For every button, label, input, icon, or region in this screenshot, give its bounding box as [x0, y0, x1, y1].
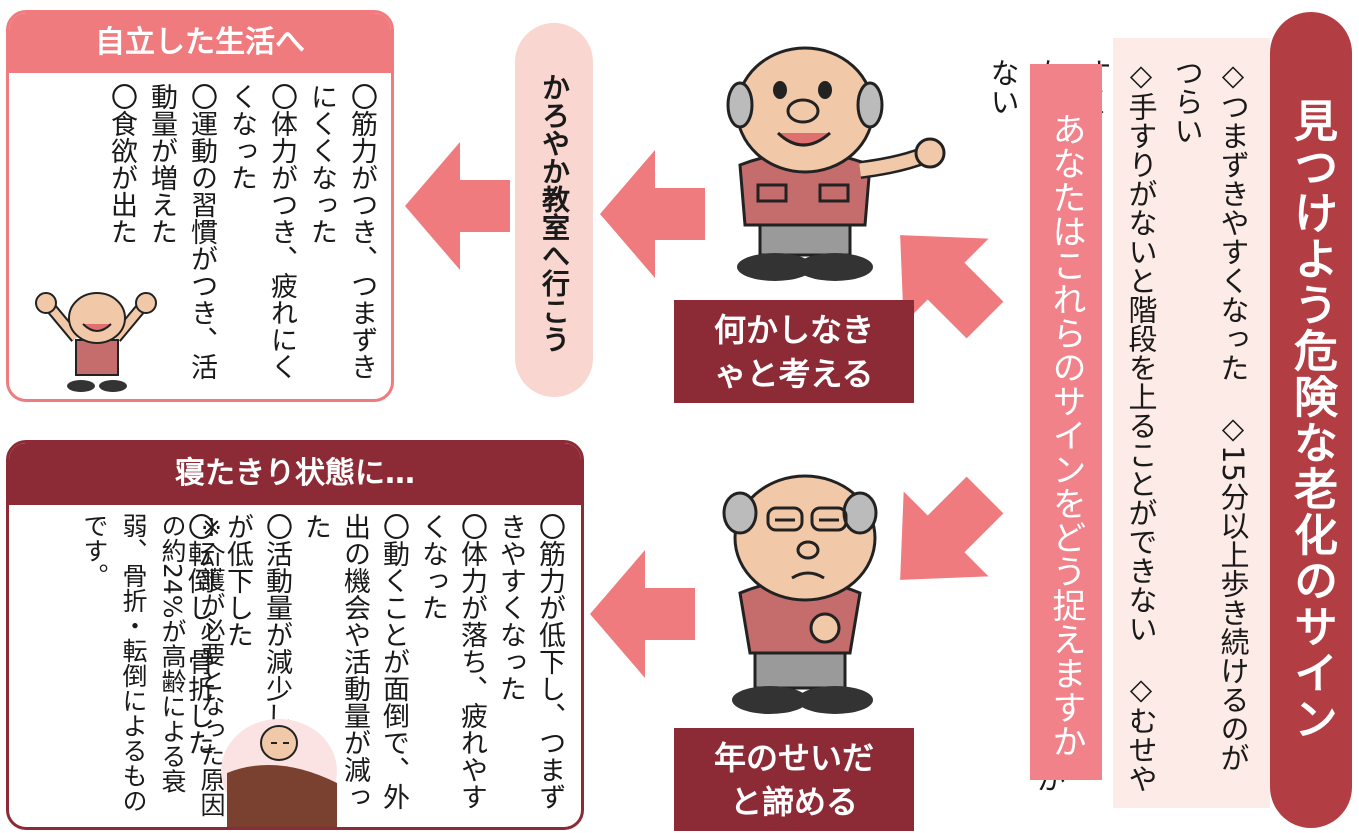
sleeping-man-illustration [221, 719, 337, 827]
list-item: 〇動くことが面倒で、外出の機会や活動量が減った [300, 513, 409, 810]
arrow-left-icon [590, 550, 695, 678]
list-item: 〇転倒し、骨折した [183, 513, 214, 756]
list-item: 〇運動の習慣がつき、活動量が増えた [146, 83, 217, 380]
list-item: 〇筋力がつき、つまずきにくくなった [306, 83, 377, 380]
bedridden-panel: 寝たきり状態に… 〇筋力が低下し、つまずきやすくなった 〇体力が落ち、疲れやすく… [6, 440, 584, 830]
list-item: 〇食欲が出た [106, 83, 137, 245]
class-invite-bubble [515, 23, 593, 397]
question-bar [1030, 64, 1102, 780]
signs-title: 見つけよう危険な老化のサイン [1286, 98, 1337, 742]
cheering-man-illustration [35, 292, 157, 392]
question-text: あなたはこれらのサインをどう捉えますか [1046, 112, 1086, 758]
list-item: 〇筋力が低下し、つまずきやすくなった [495, 513, 565, 810]
resigned-man-illustration [722, 474, 878, 714]
signs-title-banner [1270, 12, 1352, 828]
independent-life-panel: 自立した生活へ 〇筋力がつき、つまずきにくくなった 〇体力がつき、疲れにくくなっ… [6, 10, 394, 402]
bedridden-title: 寝たきり状態に… [9, 443, 581, 505]
bedridden-note: ※介護が必要となった原因の約24%が高齢による衰弱、骨折・転倒によるものです。 [80, 513, 226, 817]
list-item: 〇体力が落ち、疲れやすくなった [417, 513, 487, 810]
signs-panel [1113, 38, 1270, 808]
positive-response-label: 何かしなきゃと考える [674, 300, 914, 403]
positive-response-text: 何かしなきゃと考える [713, 310, 874, 393]
negative-response-label: 年のせいだと諦める [674, 728, 914, 831]
independent-life-title: 自立した生活へ [9, 13, 391, 73]
independent-life-list: 〇筋力がつき、つまずきにくくなった 〇体力がつき、疲れにくくなった 〇運動の習慣… [95, 83, 381, 393]
list-item: 〇体力がつき、疲れにくくなった [226, 83, 297, 380]
signs-line: ◇つまずきやすくなった ◇15分以上歩き続けるのがつらい [1170, 58, 1250, 772]
arrow-left-icon [600, 150, 705, 278]
arrow-left-icon [405, 142, 510, 270]
class-invite-text: かろやか教室へ行こう [538, 73, 571, 353]
negative-response-text: 年のせいだと諦める [713, 738, 874, 821]
arrow-up-left-icon [900, 235, 1004, 339]
thinking-man-illustration [726, 46, 946, 281]
arrow-down-left-icon [900, 476, 1004, 580]
